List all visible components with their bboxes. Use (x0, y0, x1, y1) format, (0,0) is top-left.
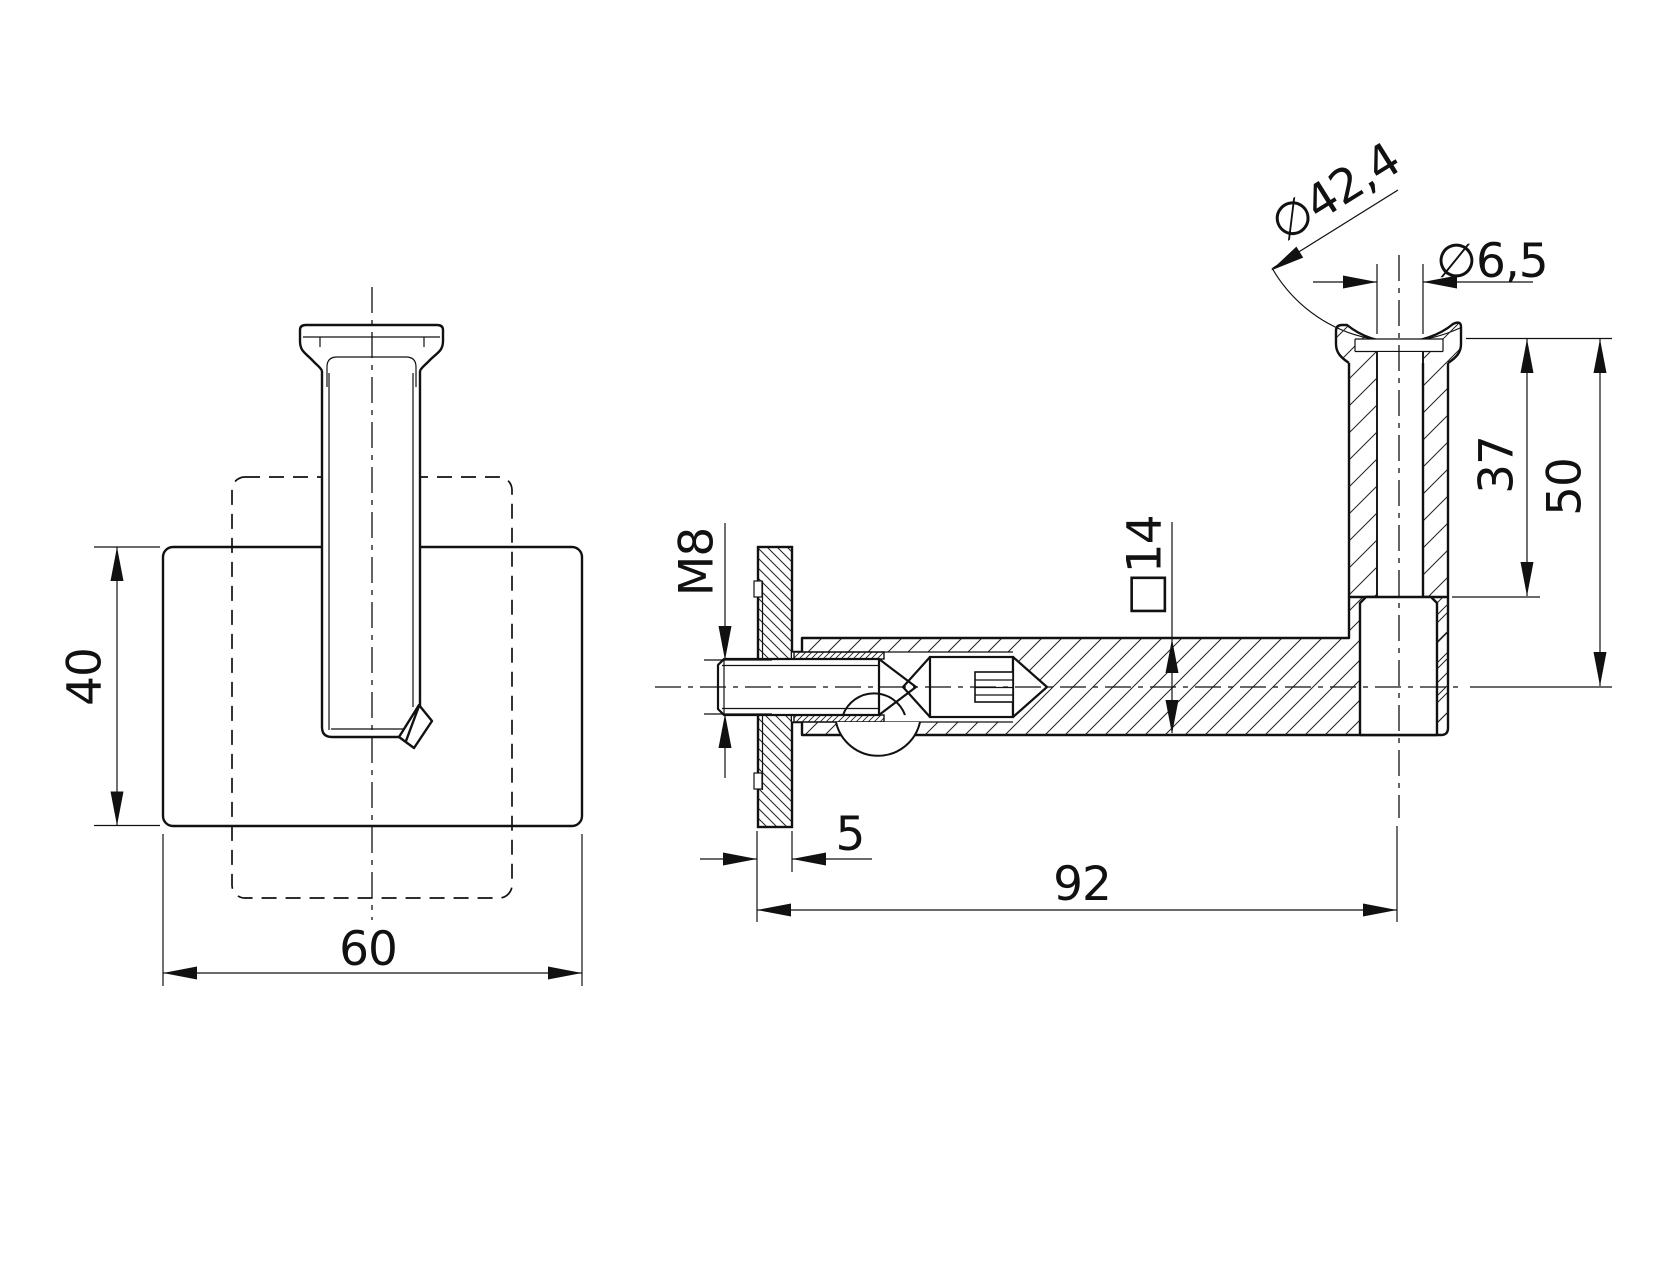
screw-hole-notch-top (753, 580, 763, 598)
dimension-92: 92 (757, 826, 1398, 922)
set-screw-tip-front (397, 703, 434, 750)
screw-hole-notch-bottom (753, 772, 763, 790)
handrail-arc (1271, 267, 1461, 343)
dimension-92-label: 92 (1053, 857, 1111, 912)
post-tube-section (1334, 321, 1463, 735)
dimension-40: 40 (58, 546, 160, 827)
detent-bump-lower (835, 721, 921, 757)
dimension-5-label: 5 (836, 807, 865, 862)
dimension-m8: M8 (670, 523, 772, 778)
dimension-50-label: 50 (1538, 458, 1593, 516)
dimension-50: 50 (1470, 339, 1612, 688)
front-view: 40 60 (58, 287, 584, 986)
dimension-rail-diameter-label: ∅42,4 (1261, 132, 1409, 253)
dimension-60-label: 60 (339, 922, 397, 977)
dimension-rail-diameter: ∅42,4 (1261, 132, 1410, 271)
dimension-hole-diameter-label: ∅6,5 (1436, 234, 1548, 289)
dimension-60: 60 (162, 834, 583, 986)
detent-bump-upper (842, 692, 906, 716)
dimension-5: 5 (700, 807, 872, 922)
side-view: M8 5 92 ∅42,4 ∅6,5 (655, 132, 1612, 922)
dimension-37-label: 37 (1470, 436, 1525, 494)
dimension-arm-square-label: □14 (1118, 515, 1173, 616)
dimension-m8-label: M8 (670, 528, 725, 596)
dimension-arm-square: □14 (1118, 515, 1179, 734)
dimension-37: 37 (1452, 337, 1612, 598)
dimension-hole-diameter: ∅6,5 (1313, 234, 1549, 334)
dimension-40-label: 40 (58, 648, 113, 706)
